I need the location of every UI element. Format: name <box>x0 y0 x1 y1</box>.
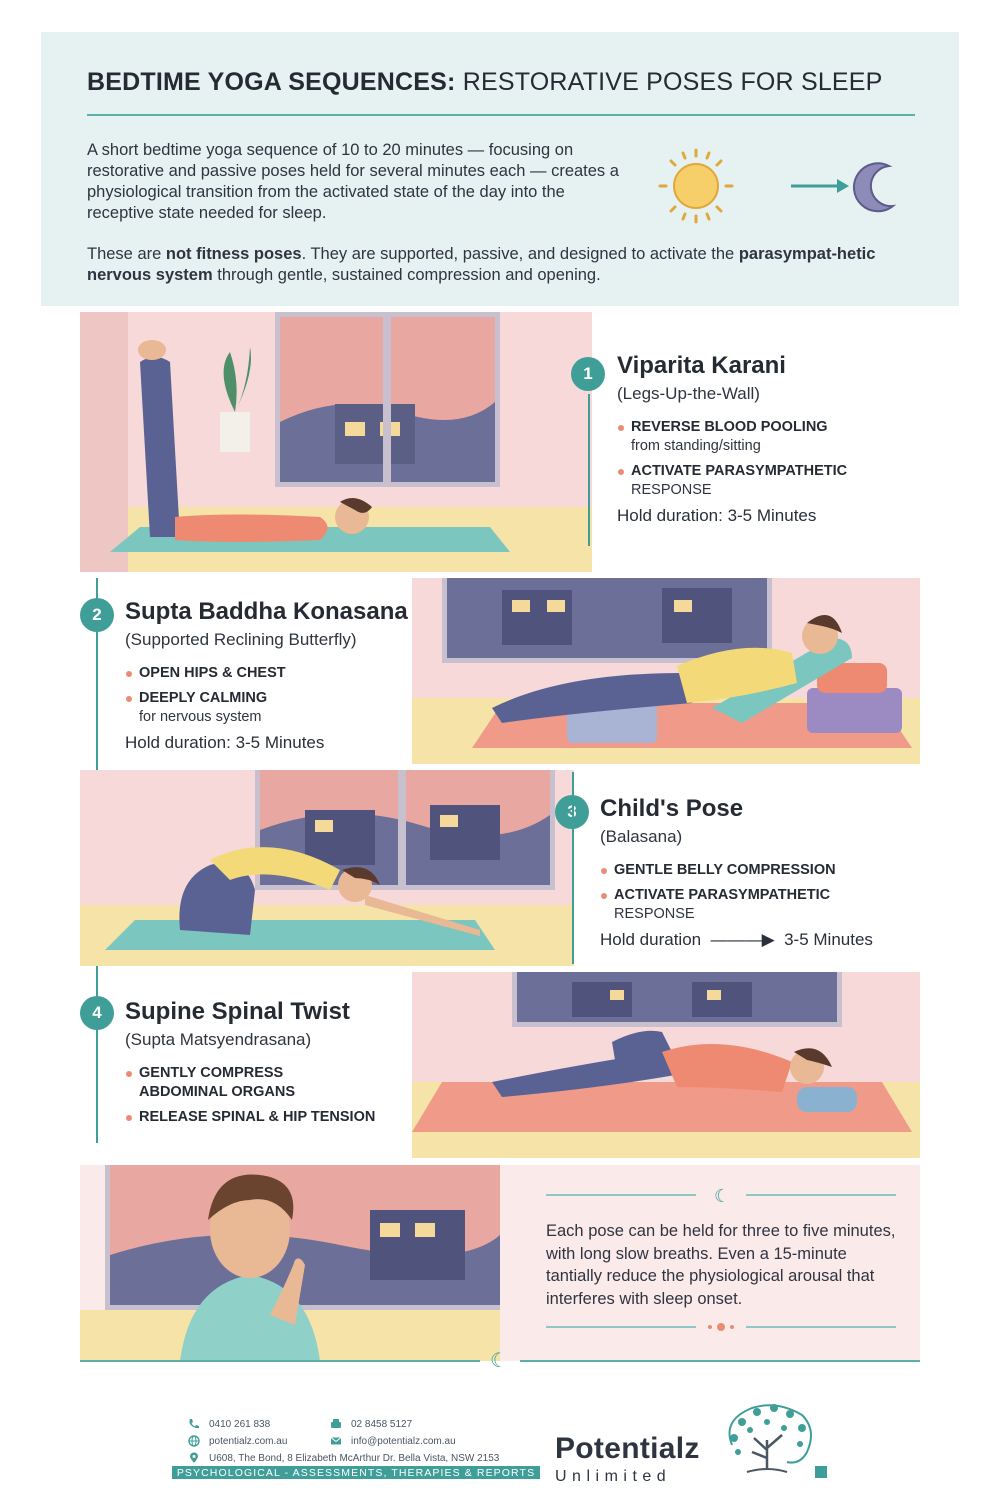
title-rest: RESTORATIVE POSES FOR SLEEP <box>455 68 883 96</box>
section-end-rule-right <box>520 1360 920 1362</box>
divider-bottom-right <box>746 1326 896 1328</box>
email-icon <box>330 1435 342 1447</box>
brand-logo[interactable]: Potentialz Unlimited <box>555 1432 700 1486</box>
moon-icon: ☾ <box>490 1350 508 1372</box>
pose-1-name: Viparita Karani <box>617 352 786 379</box>
phone-number[interactable]: 0410 261 838 <box>209 1418 271 1430</box>
arrow-right-icon <box>791 179 849 193</box>
moon-icon: ✦ <box>853 162 897 213</box>
pose-2-name: Supta Baddha Konasana <box>125 598 408 625</box>
pose-3-benefit: GENTLE BELLY COMPRESSION <box>600 861 873 880</box>
sun-to-moon-illustration: ✦ <box>658 148 897 224</box>
pose-2-info: Supta Baddha Konasana (Supported Reclini… <box>125 598 408 753</box>
fax-icon <box>330 1418 342 1430</box>
pose-3-info: Child's Pose (Balasana) GENTLE BELLY COM… <box>600 795 873 950</box>
divider-top-right <box>746 1194 896 1196</box>
sun-icon <box>658 148 734 224</box>
page-title: BEDTIME YOGA SEQUENCES: RESTORATIVE POSE… <box>87 68 883 97</box>
globe-icon <box>188 1435 200 1447</box>
phone-icon <box>188 1418 200 1430</box>
pose-3-name: Child's Pose <box>600 795 744 822</box>
pose-2-illustration <box>412 578 920 764</box>
fax-number[interactable]: 02 8458 5127 <box>351 1418 413 1430</box>
footer-tagline: PSYCHOLOGICAL - ASSESSMENTS, THERAPIES &… <box>172 1466 540 1479</box>
pose-2-subtitle: (Supported Reclining Butterfly) <box>125 630 357 649</box>
intro-note: These are not fitness poses. They are su… <box>87 245 876 284</box>
pose-2-benefit: OPEN HIPS & CHEST <box>125 664 408 683</box>
moon-icon: ☾ <box>714 1186 731 1206</box>
pose-1-illustration <box>80 312 592 572</box>
step-badge-1: 1 <box>571 357 605 391</box>
step-badge-4: 4 <box>80 996 114 1030</box>
brand-subtitle: Unlimited <box>555 1468 672 1485</box>
pose-4-subtitle: (Supta Matsyendrasana) <box>125 1030 312 1049</box>
section-end-rule-left <box>80 1360 480 1362</box>
connector-line-1 <box>588 394 590 546</box>
step-badge-2: 2 <box>80 598 114 632</box>
header-banner: BEDTIME YOGA SEQUENCES: RESTORATIVE POSE… <box>41 32 959 306</box>
pose-4-benefit: RELEASE SPINAL & HIP TENSION <box>125 1108 375 1127</box>
intro-paragraph: A short bedtime yoga sequence of 10 to 2… <box>87 141 619 222</box>
pose-3-subtitle: (Balasana) <box>600 827 683 846</box>
address-text: U608, The Bond, 8 Elizabeth McArthur Dr.… <box>209 1452 500 1464</box>
pose-4-name: Supine Spinal Twist <box>125 998 350 1025</box>
title-divider <box>87 114 915 116</box>
website-link[interactable]: potentialz.com.au <box>209 1435 288 1447</box>
pose-4-info: Supine Spinal Twist (Supta Matsyendrasan… <box>125 998 375 1133</box>
location-icon <box>188 1452 200 1464</box>
closing-paragraph: Each pose can be held for three to five … <box>546 1222 896 1308</box>
pose-1-hold: Hold duration: 3-5 Minutes <box>617 506 817 525</box>
pose-2-hold: Hold duration: 3-5 Minutes <box>125 733 325 752</box>
pose-1-subtitle: (Legs-Up-the-Wall) <box>617 384 760 403</box>
connector-line-3 <box>572 772 574 964</box>
brain-tree-logo-icon <box>728 1404 827 1478</box>
pose-1-info: Viparita Karani (Legs-Up-the-Wall) REVER… <box>617 352 847 526</box>
pose-3-illustration <box>80 770 574 966</box>
pose-3-hold: Hold duration ———▶ 3-5 Minutes <box>600 930 873 949</box>
closing-panel <box>80 1165 920 1361</box>
pose-4-illustration <box>412 972 920 1158</box>
title-bold: BEDTIME YOGA SEQUENCES: <box>87 68 456 96</box>
brand-name: Potentialz <box>555 1432 700 1465</box>
divider-bottom-left <box>546 1326 696 1328</box>
dots-ornament <box>706 1322 736 1332</box>
email-link[interactable]: info@potentialz.com.au <box>351 1435 456 1447</box>
arrow-right-icon: ———▶ <box>701 930 785 949</box>
divider-top-left <box>546 1194 696 1196</box>
